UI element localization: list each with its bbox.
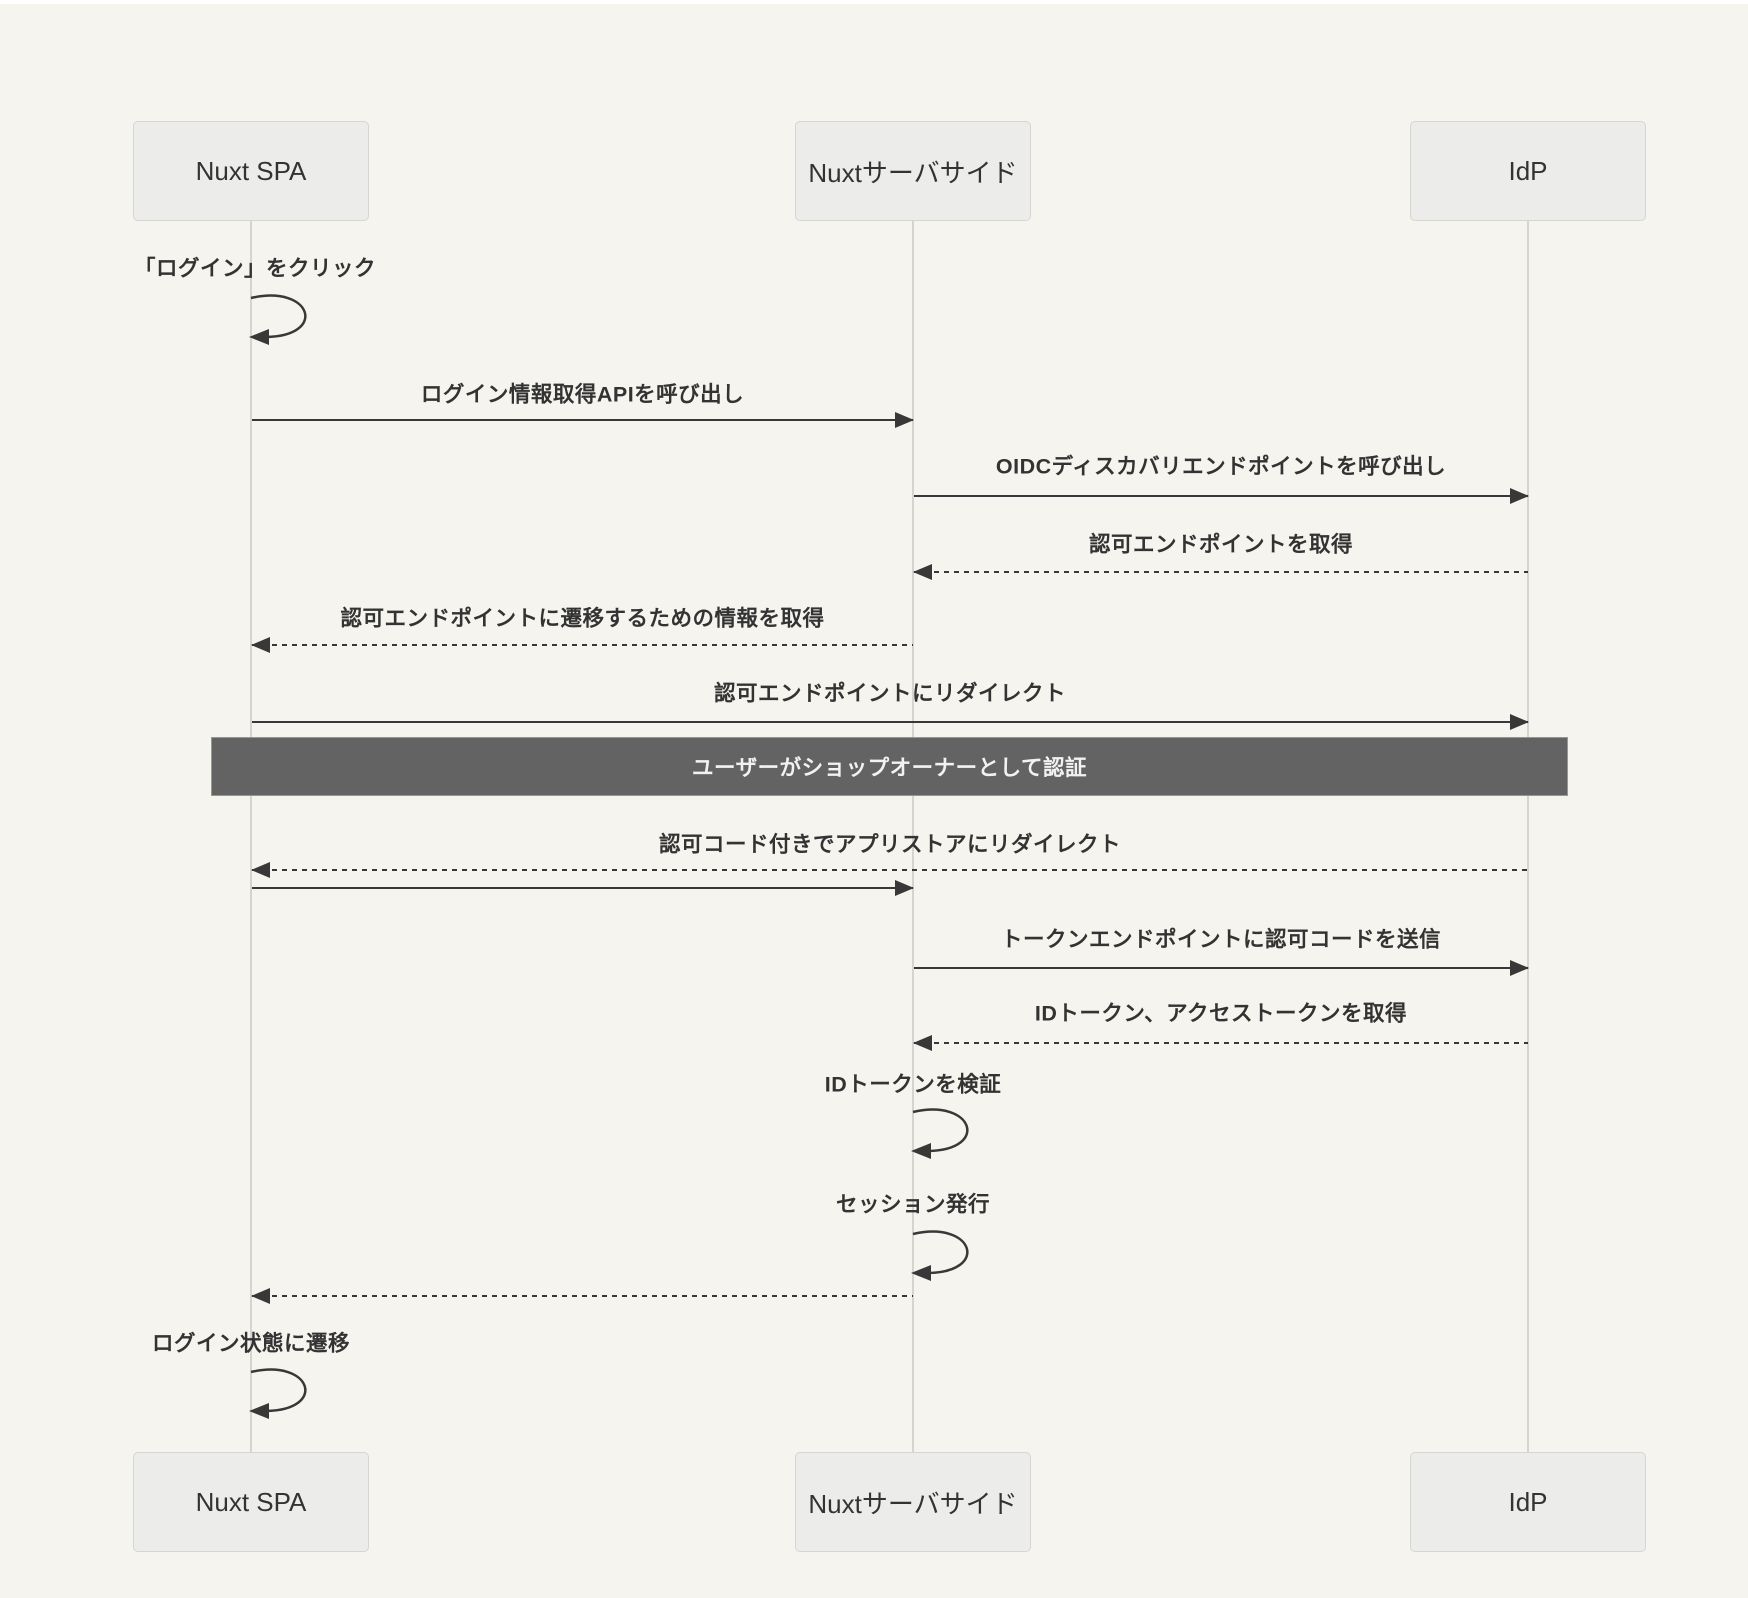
message-label-oidc-discovery: OIDCディスカバリエンドポイントを呼び出し bbox=[995, 454, 1447, 479]
message-label-verify-id-token: IDトークンを検証 bbox=[824, 1072, 1002, 1097]
message-label-send-auth-code: トークンエンドポイントに認可コードを送信 bbox=[1000, 927, 1441, 952]
actor-label: Nuxtサーバサイド bbox=[808, 1488, 1018, 1519]
actor-label: Nuxtサーバサイド bbox=[808, 157, 1018, 188]
lifeline-nuxt-spa bbox=[250, 221, 252, 1452]
message-label-get-tokens: IDトークン、アクセストークンを取得 bbox=[1034, 1001, 1408, 1026]
self-loop-arrow bbox=[911, 1230, 969, 1281]
message-label-redirect-auth-endpoint: 認可エンドポイントにリダイレクト bbox=[713, 681, 1066, 706]
message-arrow-get-tokens bbox=[913, 1035, 1528, 1051]
auth-note-band: ユーザーがショップオーナーとして認証 bbox=[211, 737, 1568, 796]
self-loop-arrow bbox=[249, 294, 307, 345]
message-arrow-call-login-api bbox=[252, 412, 914, 428]
actor-top-idp: IdP bbox=[1410, 121, 1646, 221]
actor-label: Nuxt SPA bbox=[195, 155, 307, 186]
auth-note-label: ユーザーがショップオーナーとして認証 bbox=[692, 756, 1087, 780]
top-strip bbox=[0, 0, 1748, 4]
message-arrow-oidc-discovery bbox=[914, 488, 1529, 504]
message-arrow-get-redirect-info bbox=[251, 637, 913, 653]
message-label-logged-in-state: ログイン状態に遷移 bbox=[151, 1331, 350, 1356]
message-arrow-redirect-auth-endpoint bbox=[252, 714, 1529, 730]
message-label-login-click: 「ログイン」をクリック bbox=[133, 256, 376, 281]
message-label-get-redirect-info: 認可エンドポイントに遷移するための情報を取得 bbox=[340, 606, 825, 631]
actor-bottom-nuxt-server: Nuxtサーバサイド bbox=[795, 1452, 1031, 1552]
actor-label: IdP bbox=[1508, 155, 1548, 186]
message-arrow-unlabeled-server-to-spa bbox=[251, 1288, 913, 1304]
actor-label: IdP bbox=[1508, 1486, 1548, 1517]
message-arrow-unlabeled-spa-to-server bbox=[252, 880, 914, 896]
message-arrow-send-auth-code bbox=[914, 960, 1529, 976]
actor-label: Nuxt SPA bbox=[195, 1486, 307, 1517]
self-loop-arrow bbox=[911, 1108, 969, 1159]
message-arrow-redirect-appstore bbox=[251, 862, 1528, 878]
message-label-redirect-appstore: 認可コード付きでアプリストアにリダイレクト bbox=[658, 832, 1121, 857]
lifeline-idp bbox=[1527, 221, 1529, 1452]
message-arrow-get-auth-endpoint bbox=[913, 564, 1528, 580]
message-label-call-login-api: ログイン情報取得APIを呼び出し bbox=[420, 382, 745, 407]
actor-top-nuxt-spa: Nuxt SPA bbox=[133, 121, 369, 221]
lifeline-nuxt-server bbox=[912, 221, 914, 1452]
actor-top-nuxt-server: Nuxtサーバサイド bbox=[795, 121, 1031, 221]
message-label-get-auth-endpoint: 認可エンドポイントを取得 bbox=[1088, 532, 1353, 557]
message-label-issue-session: セッション発行 bbox=[835, 1192, 990, 1217]
self-loop-arrow bbox=[249, 1368, 307, 1419]
actor-bottom-idp: IdP bbox=[1410, 1452, 1646, 1552]
actor-bottom-nuxt-spa: Nuxt SPA bbox=[133, 1452, 369, 1552]
